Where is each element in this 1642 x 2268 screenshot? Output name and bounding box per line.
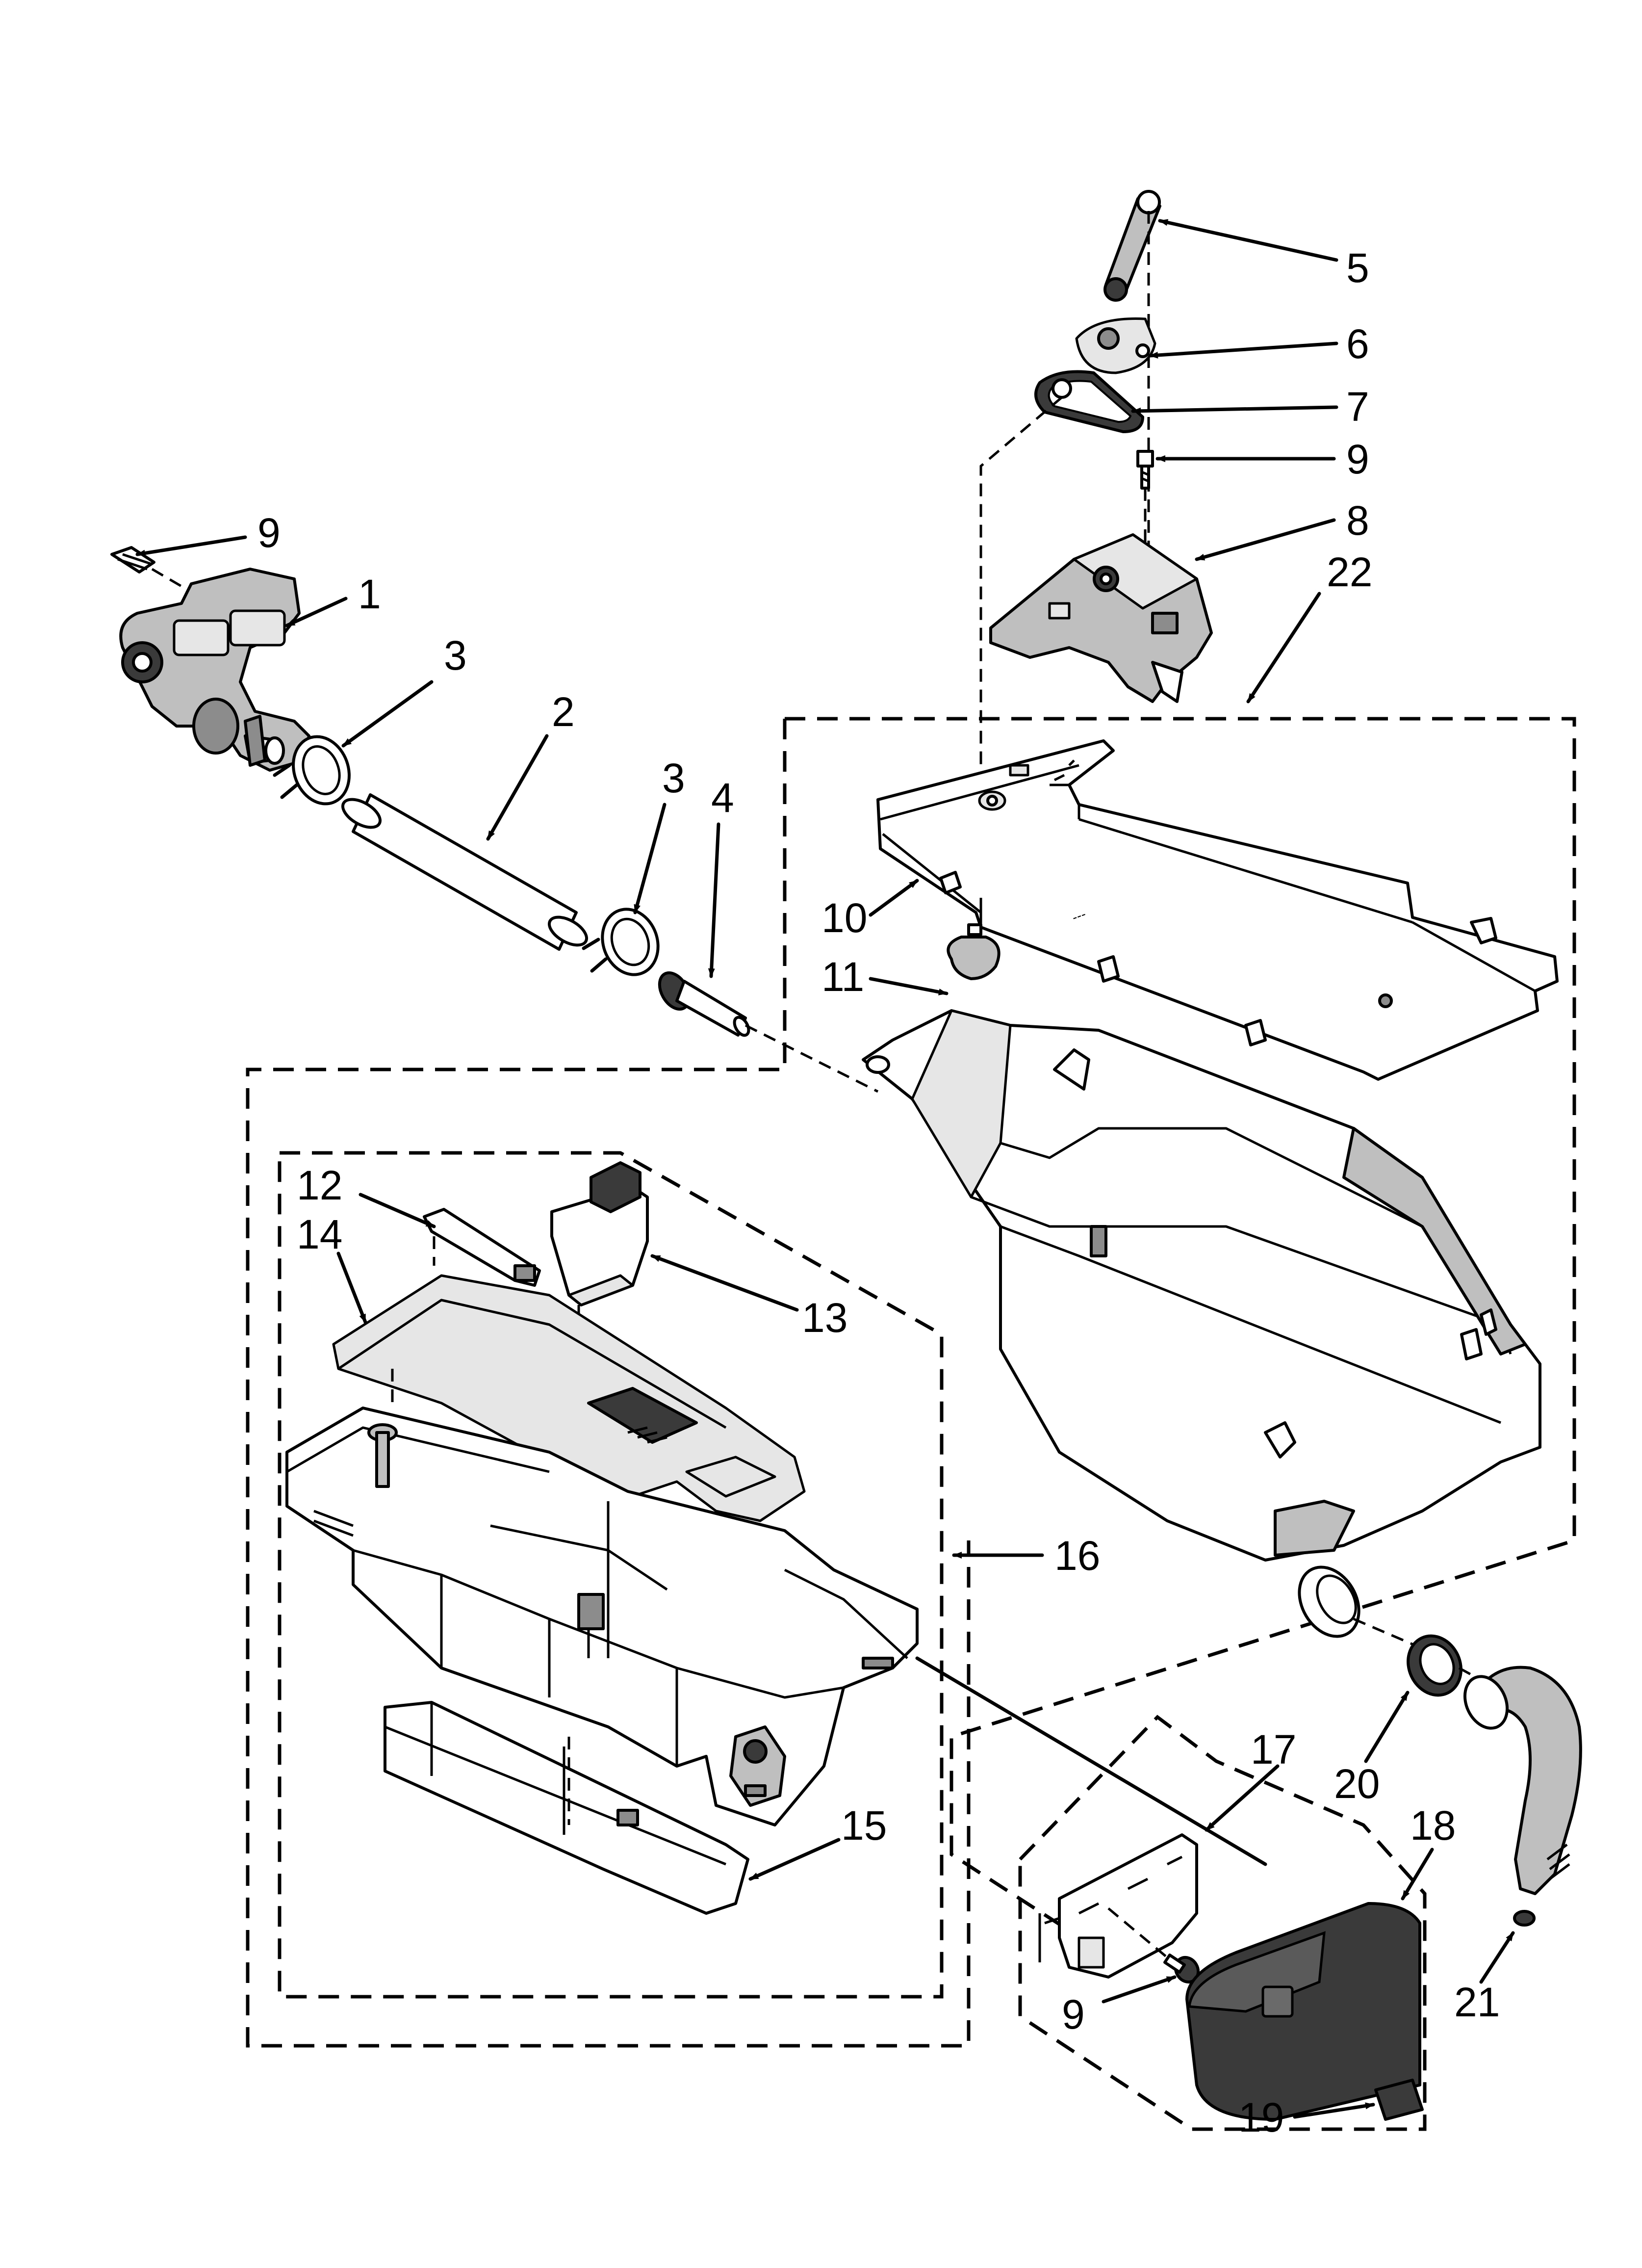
callout-labels: 5 6 7 9 8 22 9 1 3 2 3 4 10 11 12 14 13 …: [257, 245, 1500, 2140]
drain-hose-21: [1463, 1666, 1582, 1927]
screw-9-valve-guide: [151, 568, 212, 605]
callout-22: 22: [1327, 549, 1372, 595]
cam-plate-6: [1075, 317, 1156, 374]
inlet-valve: [119, 568, 310, 772]
bracket-screw-guide: [1107, 1907, 1168, 1958]
outlet-port: [1298, 1565, 1360, 1638]
connector-20: [1407, 1634, 1462, 1697]
callout-12: 12: [297, 1162, 342, 1208]
leader-lines: [135, 219, 1515, 2119]
callout-3: 3: [444, 632, 467, 678]
assembly-16-outline: [246, 719, 971, 2048]
actuator-8: [989, 533, 1213, 703]
gasket-guide: [979, 396, 1063, 770]
handle-cover-18: [1185, 1902, 1421, 2121]
nozzle-4: [658, 971, 750, 1037]
callout-7: 7: [1346, 384, 1369, 430]
assembly-17-outline: [1018, 1715, 1427, 2131]
screw-9-actuator: [1136, 450, 1154, 490]
callout-9: 9: [1346, 436, 1369, 482]
nozzle-guide: [744, 1024, 879, 1093]
callout-18: 18: [1410, 1802, 1456, 1849]
callout-11: 11: [821, 954, 864, 1000]
callout-14: 14: [297, 1211, 342, 1257]
hose-clamp-3b: [582, 908, 660, 976]
screw-9-valve: [110, 546, 155, 574]
screw-9-bracket: [1163, 1954, 1200, 1984]
dispenser-cover: ---: [876, 739, 1559, 1081]
callout-2: 2: [552, 689, 575, 735]
callout-5: 5: [1346, 245, 1369, 291]
badge-19: [1374, 2079, 1424, 2121]
callout-20: 20: [1334, 1761, 1380, 1807]
hose-clamp-3a: [273, 735, 351, 806]
bracket-17: [1038, 1833, 1198, 1979]
callout-16: 16: [1054, 1533, 1100, 1579]
liquid-cup-13: [550, 1161, 649, 1306]
callout-3: 3: [662, 755, 685, 801]
callout-4: 4: [711, 775, 734, 821]
callout-9: 9: [257, 510, 281, 556]
clip-12: [423, 1208, 541, 1287]
outlet-guide: [1353, 1617, 1423, 1650]
callout-9: 9: [1062, 1991, 1085, 2037]
drawer-front-15: [384, 1701, 749, 1915]
callout-8: 8: [1346, 497, 1369, 544]
siphon-cap-11: [947, 923, 1001, 980]
drawer-lid-14: [332, 1274, 806, 1522]
callout-6: 6: [1346, 321, 1369, 367]
inlet-hose-2: [341, 793, 588, 951]
gasket-7: [1034, 370, 1144, 433]
callout-19: 19: [1238, 2094, 1284, 2140]
dispenser-housing: [862, 1009, 1541, 1562]
callout-17: 17: [1251, 1726, 1296, 1773]
callout-15: 15: [841, 1802, 887, 1849]
callout-10: 10: [821, 895, 867, 941]
callout-13: 13: [802, 1295, 847, 1341]
callout-21: 21: [1454, 1979, 1500, 2025]
assembly-22-outline: [785, 717, 1576, 1964]
link-arm-5: [1103, 190, 1161, 302]
callout-1: 1: [358, 571, 381, 617]
drawer-body: [285, 1407, 919, 1826]
